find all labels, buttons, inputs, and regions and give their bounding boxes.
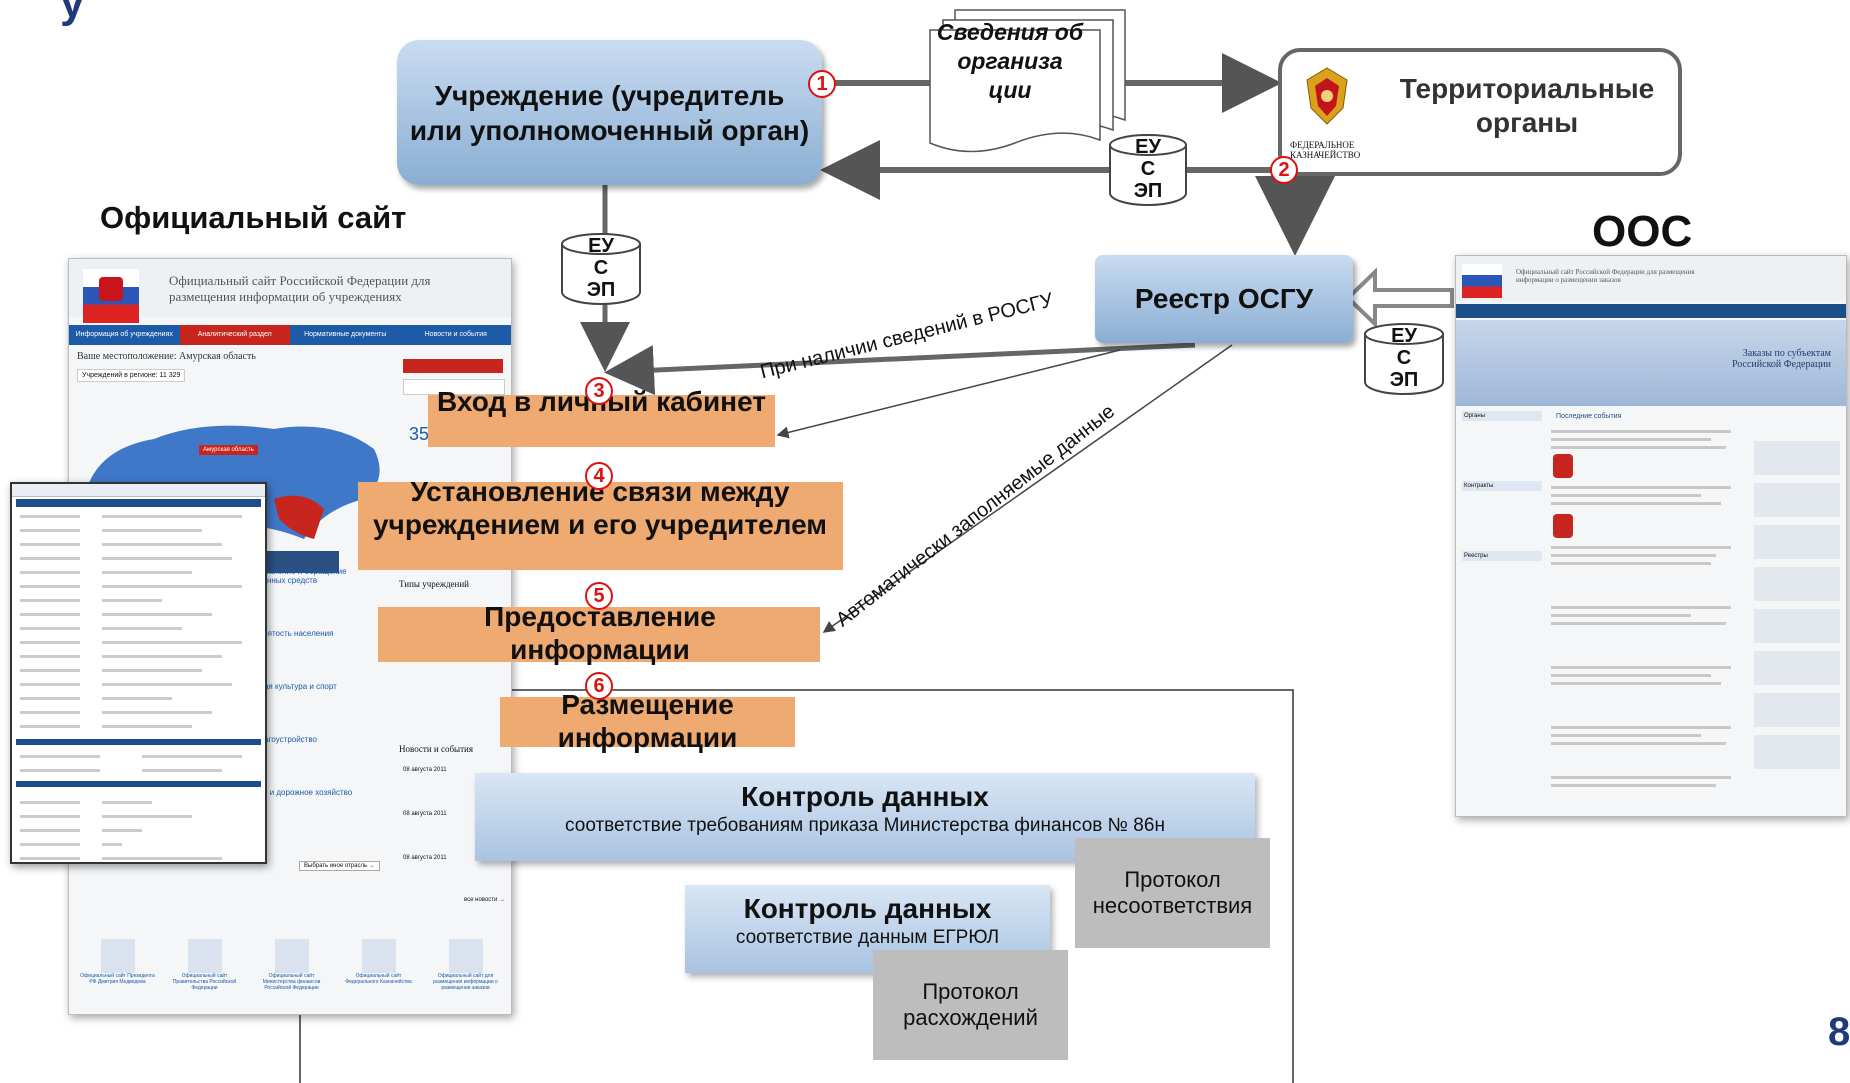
site-nav-item[interactable]: Аналитический раздел	[179, 325, 290, 345]
site-header-title: Официальный сайт Российской Федерации дл…	[169, 273, 431, 304]
control-order-title: Контроль данных	[741, 781, 989, 812]
step-placement-label: Размещение информации	[557, 689, 738, 753]
site-footer-links: Официальный сайт Президента РФ Дмитрия М…	[79, 939, 504, 991]
official-site-label: Официальный сайт	[100, 200, 407, 235]
oos-sidebar-item[interactable]: Контракты	[1462, 481, 1542, 491]
registry-title: Реестр ОСГУ	[1134, 283, 1314, 314]
institution-form-screenshot	[10, 482, 267, 864]
site-section-link[interactable]: ЖКХ и благоустройство	[229, 735, 317, 744]
site-news-list: 08 августа 2011 08 августа 2011 08 авгус…	[403, 767, 503, 861]
eusep-line3: ЭП	[586, 279, 616, 301]
news-date: 08 августа 2011	[403, 811, 447, 817]
step-marker-2: 2	[1270, 156, 1298, 184]
oos-logo-column	[1754, 441, 1840, 811]
step-marker-6: 6	[585, 672, 613, 700]
registry-box: Реестр ОСГУ	[1095, 255, 1353, 343]
eusep-cylinder-left: ЕУ С ЭП	[560, 232, 642, 308]
arrow-auto-filled	[822, 344, 1233, 633]
site-news-title: Новости и события	[399, 744, 473, 754]
arrow-oos-to-registry	[1345, 267, 1454, 329]
eusep-line1: ЕУ	[1135, 136, 1161, 158]
oos-sidebar-item[interactable]: Реестры	[1462, 551, 1542, 561]
eusep-line1: ЕУ	[1391, 325, 1417, 347]
news-date: 08 августа 2011	[403, 855, 447, 861]
treasury-title: Территориальные органы	[1399, 73, 1655, 138]
step-marker-4: 4	[585, 462, 613, 490]
protocol-mismatch: Протокол несоответствия	[1075, 838, 1270, 948]
oos-news-rows	[1551, 430, 1731, 787]
oos-header-title: Официальный сайт Российской Федерации дл…	[1516, 268, 1695, 284]
eusep-line3: ЭП	[1389, 369, 1419, 391]
oos-banner: Заказы по субъектам Российской Федерации	[1731, 348, 1831, 370]
treasury-logo-text: ФЕДЕРАЛЬНОЕ КАЗНАЧЕЙСТВО	[1290, 140, 1361, 160]
arrow-registry-to-cabinet	[604, 342, 1196, 396]
step-provide-box	[378, 607, 820, 662]
arrow-rosgu-label	[776, 349, 1121, 439]
control-order-subtitle: соответствие требованиям приказа Министе…	[565, 815, 1165, 836]
site-section-link[interactable]: Физическая культура и спорт	[229, 682, 337, 691]
select-other-button[interactable]: Выбрать иное отрасль →	[299, 861, 380, 871]
step-marker-1: 1	[808, 70, 836, 98]
footer-link[interactable]: Официальный сайт Правительства Российско…	[172, 973, 237, 991]
eusep-line2: С	[593, 257, 609, 279]
site-location: Ваше местоположение: Амурская область	[77, 351, 256, 362]
site-nav-item[interactable]: Нормативные документы	[304, 331, 387, 338]
documents-stack-shape	[929, 9, 1126, 153]
control-egrul-subtitle: соответствие данным ЕГРЮЛ	[735, 927, 1000, 948]
documents-label: Сведения об организа ции	[936, 19, 1084, 103]
footer-link[interactable]: Официальный сайт для размещения информац…	[433, 973, 498, 991]
footer-link[interactable]: Официальный сайт Президента РФ Дмитрия М…	[80, 973, 155, 985]
eusep-cylinder-top: ЕУ С ЭП	[1108, 133, 1188, 209]
protocol-discrepancy: Протокол расхождений	[873, 950, 1068, 1060]
treasury-box: ФЕДЕРАЛЬНОЕ КАЗНАЧЕЙСТВО Территориальные…	[1278, 48, 1682, 176]
step-marker-5: 5	[585, 582, 613, 610]
map-popup: Амурская область	[199, 445, 258, 455]
oos-screenshot: Официальный сайт Российской Федерации дл…	[1455, 255, 1847, 817]
control-egrul-title: Контроль данных	[743, 893, 992, 924]
all-news-link[interactable]: все новости →	[464, 897, 505, 903]
protocol-mismatch-label: Протокол несоответствия	[1092, 867, 1253, 918]
form-rows	[16, 515, 261, 860]
treasury-emblem-icon	[1297, 64, 1357, 128]
eusep-line2: С	[1396, 347, 1412, 369]
site-nav-item[interactable]: Новости и события	[424, 331, 487, 338]
eusep-line3: ЭП	[1133, 180, 1163, 202]
step-placement-box	[500, 697, 795, 747]
site-section-link[interactable]: Труд и занятость населения	[229, 629, 334, 638]
oos-sidebar-item[interactable]: Органы	[1462, 411, 1542, 421]
page-number: 8	[1828, 1010, 1850, 1054]
oos-flag-icon	[1462, 264, 1502, 298]
page-heading-fragment: у	[60, 0, 85, 27]
site-types-title: Типы учреждений	[399, 579, 469, 589]
step-marker-3: 3	[585, 377, 613, 405]
news-date: 08 августа 2011	[403, 767, 447, 773]
coat-of-arms-icon	[99, 277, 123, 301]
oos-label: ООС	[1592, 207, 1693, 256]
institution-title: Учреждение (учредитель или уполномоченны…	[409, 79, 810, 146]
eusep-cylinder-right: ЕУ С ЭП	[1363, 322, 1445, 398]
step-link-box	[358, 482, 843, 570]
institution-box: Учреждение (учредитель или уполномоченны…	[397, 40, 822, 185]
site-section-link[interactable]: Здравоохранение и обращение лекарственны…	[229, 567, 347, 585]
eusep-line1: ЕУ	[588, 235, 614, 257]
site-region-count: Учреждений в регионе: 11 329	[77, 369, 186, 382]
site-nav-item[interactable]: Информация об учреждениях	[75, 331, 173, 338]
footer-link[interactable]: Официальный сайт Федерального Казначейст…	[345, 973, 412, 985]
site-section-link[interactable]: Транспорт и дорожное хозяйство	[229, 788, 353, 797]
eusep-line2: С	[1140, 158, 1156, 180]
protocol-discrepancy-label: Протокол расхождений	[903, 979, 1038, 1030]
footer-link[interactable]: Официальный сайт Министерства финансов Р…	[262, 973, 321, 991]
site-nav: Информация об учреждениях Аналитический …	[69, 325, 511, 345]
oos-news-title: Последние события	[1556, 413, 1622, 420]
site-sections: Здравоохранение и обращение лекарственны…	[229, 567, 401, 797]
oos-sidebar: Органы Контракты Реестры	[1462, 411, 1542, 561]
